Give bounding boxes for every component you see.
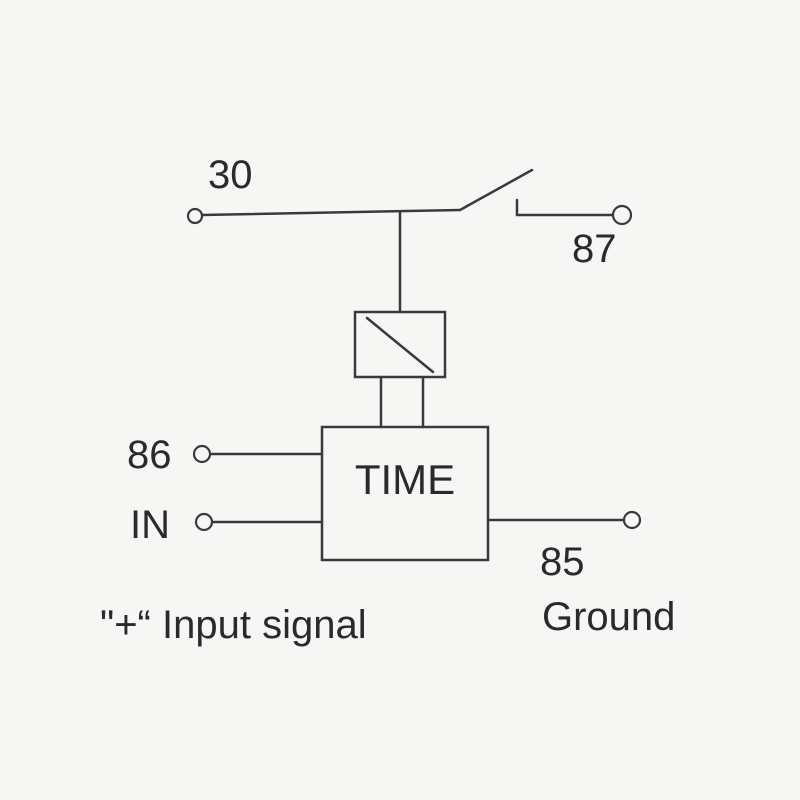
label-30: 30 <box>208 153 253 197</box>
wire-30-to-switch <box>199 208 462 217</box>
label-87: 87 <box>572 227 617 271</box>
label-85: 85 <box>540 540 585 584</box>
label-ground: Ground <box>542 595 675 639</box>
timer-box <box>320 425 490 562</box>
timer-label: TIME <box>355 456 455 503</box>
wire-contact-87 <box>515 198 614 217</box>
label-86: 86 <box>127 433 172 477</box>
terminal-30-connector <box>186 207 204 225</box>
terminal-86-connector <box>192 444 212 464</box>
label-in: IN <box>130 503 170 547</box>
relay-coil <box>353 310 447 379</box>
relay-coil-diagonal <box>365 316 435 374</box>
terminal-85-connector <box>622 510 642 530</box>
terminal-87-connector <box>611 204 633 226</box>
switch-blade <box>458 168 534 212</box>
terminal-in-connector <box>194 512 214 532</box>
label-input-signal: "+“ Input signal <box>100 603 367 647</box>
